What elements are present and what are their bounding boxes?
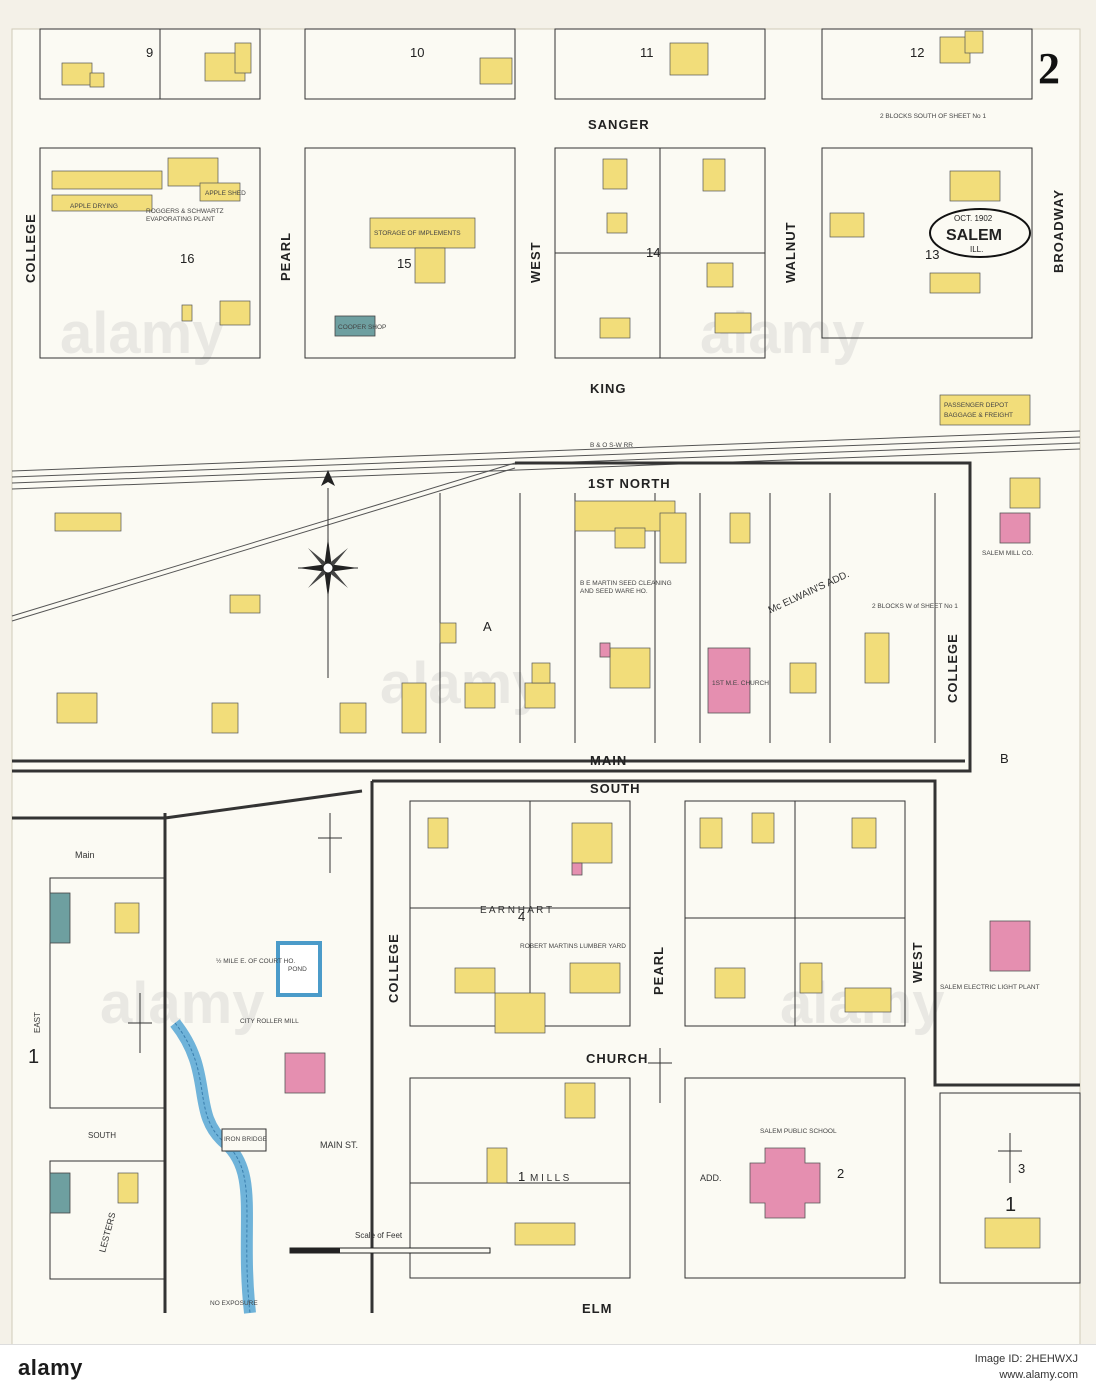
title-box: OCT. 1902 SALEM ILL. <box>929 208 1031 258</box>
label-two-blocks-w: 2 BLOCKS W of SHEET No 1 <box>872 603 958 610</box>
label-seed2: AND SEED WARE HO. <box>580 588 648 595</box>
block-15 <box>304 147 516 359</box>
brand-logo[interactable]: alamy <box>18 1355 83 1380</box>
street-king: KING <box>590 381 627 396</box>
street-main: MAIN <box>590 753 627 768</box>
stone-buildings <box>49 315 376 1214</box>
label-apple-shed: APPLE SHED <box>205 190 246 197</box>
frame-buildings <box>51 30 1041 1249</box>
footer-info: Image ID: 2HEHWXJ www.alamy.com <box>975 1351 1078 1383</box>
street-elm: ELM <box>582 1301 612 1316</box>
label-two-blocks: 2 BLOCKS SOUTH OF SHEET No 1 <box>880 113 986 120</box>
street-south-small: SOUTH <box>88 1131 116 1140</box>
street-main-small: Main <box>75 850 95 860</box>
label-storage: STORAGE OF IMPLEMENTS <box>374 230 461 237</box>
map-city: SALEM <box>946 227 1002 244</box>
label-no-exposure: NO EXPOSURE <box>210 1300 258 1307</box>
map-date: OCT. 1902 <box>954 214 993 223</box>
block-number: 11 <box>640 45 654 60</box>
north-arrow-icon <box>128 813 1022 1183</box>
block-12 <box>821 28 1033 100</box>
label-school: SALEM PUBLIC SCHOOL <box>760 1128 837 1135</box>
label-seed: B E MARTIN SEED CLEANING <box>580 580 672 587</box>
footer-url[interactable]: www.alamy.com <box>999 1369 1078 1381</box>
street-pearl-low: PEARL <box>651 946 666 995</box>
label-add: ADD. <box>700 1173 722 1183</box>
map-state: ILL. <box>970 245 983 254</box>
iron-bridge <box>221 1128 267 1152</box>
block-number: 3 <box>1018 1161 1025 1176</box>
block-13 <box>821 147 1033 339</box>
label-earnhart: E A R N H A R T <box>480 905 552 916</box>
block-10 <box>304 28 516 100</box>
street-west-top: WEST <box>528 241 543 283</box>
label-railroad: B & O S-W RR <box>590 442 633 449</box>
street-walnut: WALNUT <box>783 221 798 283</box>
block-number: 1 <box>518 1169 525 1184</box>
label-evaporating: EVAPORATING PLANT <box>146 216 215 223</box>
label-mills: M I L L S <box>530 1173 570 1184</box>
svg-text:alamy: alamy <box>60 301 224 366</box>
street-broadway: BROADWAY <box>1051 189 1066 273</box>
label-passenger: PASSENGER DEPOT <box>944 402 1008 409</box>
block-11 <box>554 28 766 100</box>
block-16 <box>39 147 261 359</box>
svg-text:alamy: alamy <box>700 301 864 366</box>
scale-label: Scale of Feet <box>355 1231 403 1240</box>
label-rodgers: ROGGERS & SCHWARTZ <box>146 208 224 215</box>
block-number: 10 <box>410 45 424 60</box>
label-iron-bridge: IRON BRIDGE <box>224 1136 268 1143</box>
block-9 <box>39 28 261 100</box>
street-sanger: SANGER <box>588 117 650 132</box>
block-number: 14 <box>646 245 660 260</box>
block-number: 15 <box>397 256 411 271</box>
label-baggage: BAGGAGE & FREIGHT <box>944 412 1013 419</box>
block-number: 16 <box>180 251 194 266</box>
block-number: 12 <box>910 45 924 60</box>
block-number: 1 <box>28 1046 39 1068</box>
pond <box>276 941 322 997</box>
label-mill-co: SALEM MILL CO. <box>982 550 1034 557</box>
railroad <box>11 430 1081 622</box>
block-number: 13 <box>925 247 939 262</box>
street-college-top: COLLEGE <box>23 213 38 283</box>
street-west-low: WEST <box>910 941 925 983</box>
street-college-low: COLLEGE <box>386 933 401 1003</box>
label-apple-drying: APPLE DRYING <box>70 203 118 210</box>
block-number: 2 <box>837 1166 844 1181</box>
street-first-north: 1ST NORTH <box>588 476 671 491</box>
label-cooper: COOPER SHOP <box>338 324 386 331</box>
street-pearl-top: PEARL <box>278 232 293 281</box>
street-church: CHURCH <box>586 1051 648 1066</box>
block-number: A <box>483 619 492 634</box>
label-lumber: ROBERT MARTINS LUMBER YARD <box>520 943 626 950</box>
watermark: alamy alamy alamy alamy alamy <box>60 301 944 1036</box>
street-south: SOUTH <box>590 781 641 796</box>
block-number: 4 <box>518 909 525 924</box>
label-church-me: 1ST M.E. CHURCH <box>712 680 769 687</box>
image-id: Image ID: 2HEHWXJ <box>974 1353 1078 1365</box>
label-roller-mill: CITY ROLLER MILL <box>240 1018 299 1025</box>
brick-buildings <box>284 512 1031 1219</box>
block-number: 9 <box>146 45 153 60</box>
street-main-st: MAIN ST. <box>320 1140 358 1150</box>
label-pond: POND <box>288 966 307 973</box>
scale-bar: Scale of Feet <box>289 1231 491 1254</box>
block-number: B <box>1000 751 1009 766</box>
street-college-mid: COLLEGE <box>945 633 960 703</box>
street-east: EAST <box>33 1012 42 1033</box>
label-light-plant: SALEM ELECTRIC LIGHT PLANT <box>940 984 1040 991</box>
block-number: 1 <box>1005 1194 1016 1216</box>
footer: alamy Image ID: 2HEHWXJ www.alamy.com <box>0 1344 1096 1391</box>
compass-rose-icon <box>298 470 358 678</box>
label-half-mile: ½ MILE E. OF COURT HO. <box>216 957 295 965</box>
sheet-number: 2 <box>1038 44 1060 93</box>
